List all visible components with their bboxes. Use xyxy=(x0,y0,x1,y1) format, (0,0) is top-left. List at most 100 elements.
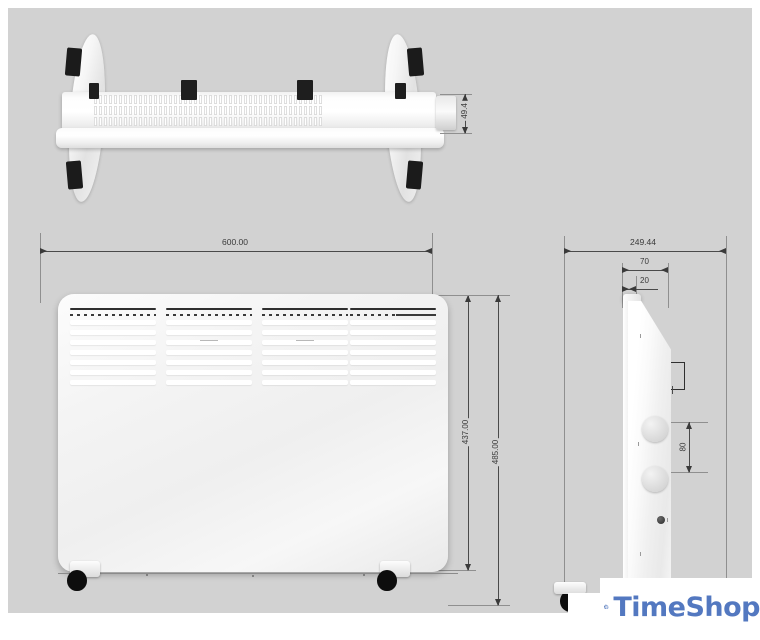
grille-column-2 xyxy=(166,308,252,390)
grille-slot xyxy=(262,359,348,365)
base-screw-dot xyxy=(146,574,148,576)
dim-label-70: 70 xyxy=(638,257,651,266)
vent-slot xyxy=(144,95,147,104)
grille-slot xyxy=(262,329,348,335)
base-screw-dot xyxy=(363,574,365,576)
grille-slot xyxy=(350,349,436,355)
dim-ext-20-left xyxy=(622,276,623,308)
grille-slot xyxy=(350,369,436,375)
vent-slot xyxy=(244,117,247,126)
vent-slot xyxy=(294,95,297,104)
vent-slot xyxy=(169,106,172,115)
vent-slot xyxy=(279,95,282,104)
vent-slot xyxy=(269,95,272,104)
vent-slot xyxy=(149,117,152,126)
dim-arrow-20-left xyxy=(622,286,629,292)
dim-arrow-80-top xyxy=(686,422,692,429)
vent-slot xyxy=(284,117,287,126)
vent-slot xyxy=(119,117,122,126)
dim-arrow-70-right xyxy=(661,267,668,273)
dim-ext-249-left xyxy=(564,236,565,601)
dim-arrow-249-left xyxy=(564,248,571,254)
vent-slot xyxy=(249,95,252,104)
grille-slot xyxy=(70,379,156,385)
dim-arrow-600-left xyxy=(40,248,47,254)
vent-slot xyxy=(199,106,202,115)
grille-slot xyxy=(262,369,348,375)
timeshop-watermark[interactable]: TimeShop xyxy=(600,578,760,636)
top-view: 49.4 xyxy=(48,28,472,208)
vent-slot xyxy=(174,106,177,115)
vent-slot xyxy=(264,106,267,115)
vent-slot xyxy=(294,106,297,115)
control-knob-upper[interactable] xyxy=(642,416,668,442)
vent-slot xyxy=(269,117,272,126)
vent-slot xyxy=(129,106,132,115)
top-view-front-lip xyxy=(56,128,444,148)
indicator-dot xyxy=(657,516,665,524)
grille-slot xyxy=(262,339,348,345)
vent-slot xyxy=(129,117,132,126)
vent-slot xyxy=(104,95,107,104)
grille-dot-rail xyxy=(166,313,252,316)
vent-slot xyxy=(249,117,252,126)
vent-slot xyxy=(199,117,202,126)
vent-slot xyxy=(239,95,242,104)
top-view-end-cap xyxy=(436,96,456,130)
vent-slot xyxy=(299,106,302,115)
vent-slot xyxy=(189,106,192,115)
side-tick xyxy=(638,442,639,446)
dim-arrow-485-top xyxy=(495,295,501,302)
grille-slot xyxy=(350,339,436,345)
dim-label-80: 80 xyxy=(678,440,688,454)
grille-slot xyxy=(262,319,348,325)
vent-slot xyxy=(304,106,307,115)
vent-slot xyxy=(109,106,112,115)
dim-label-20: 20 xyxy=(638,276,651,285)
grille-column-3 xyxy=(262,308,348,390)
vent-slot xyxy=(239,117,242,126)
grille-slot xyxy=(166,379,252,385)
vent-slot xyxy=(314,95,317,104)
dim-line-600 xyxy=(40,251,432,252)
caster-block-top-left xyxy=(64,47,83,77)
control-knob-lower[interactable] xyxy=(642,466,668,492)
grille-slot xyxy=(166,369,252,375)
dim-arrow-437-bottom xyxy=(465,564,471,571)
vent-slot xyxy=(204,117,207,126)
vent-slot xyxy=(114,117,117,126)
vent-slot xyxy=(99,117,102,126)
vent-slot xyxy=(149,95,152,104)
vent-slot xyxy=(164,106,167,115)
timeshop-brand-text: TimeShop xyxy=(613,591,760,623)
vent-slot xyxy=(274,106,277,115)
vent-slot xyxy=(124,117,127,126)
dim-arrow-600-right xyxy=(425,248,432,254)
vent-slot xyxy=(309,117,312,126)
vent-slot xyxy=(209,95,212,104)
vent-slot xyxy=(224,117,227,126)
base-screw-dot xyxy=(252,575,254,577)
vent-slot xyxy=(109,117,112,126)
dim-label-600: 600.00 xyxy=(220,237,250,247)
vent-slot xyxy=(144,106,147,115)
dim-arrow-485-bottom xyxy=(495,599,501,606)
vent-slot xyxy=(319,106,322,115)
grille-slot xyxy=(70,349,156,355)
vent-slot xyxy=(159,117,162,126)
vent-slot xyxy=(234,117,237,126)
grille-slot xyxy=(166,339,252,345)
dim-line-70 xyxy=(622,270,668,271)
grille-tick xyxy=(200,339,218,341)
vent-slot xyxy=(279,106,282,115)
bracket-tail xyxy=(672,386,673,394)
vent-slot xyxy=(294,117,297,126)
dim-label-485: 485.00 xyxy=(491,437,501,467)
vent-slot xyxy=(184,117,187,126)
vent-slot xyxy=(209,106,212,115)
vent-slot xyxy=(299,117,302,126)
vent-slot xyxy=(289,95,292,104)
vent-slot xyxy=(194,106,197,115)
dim-arrow-20-right xyxy=(629,286,636,292)
